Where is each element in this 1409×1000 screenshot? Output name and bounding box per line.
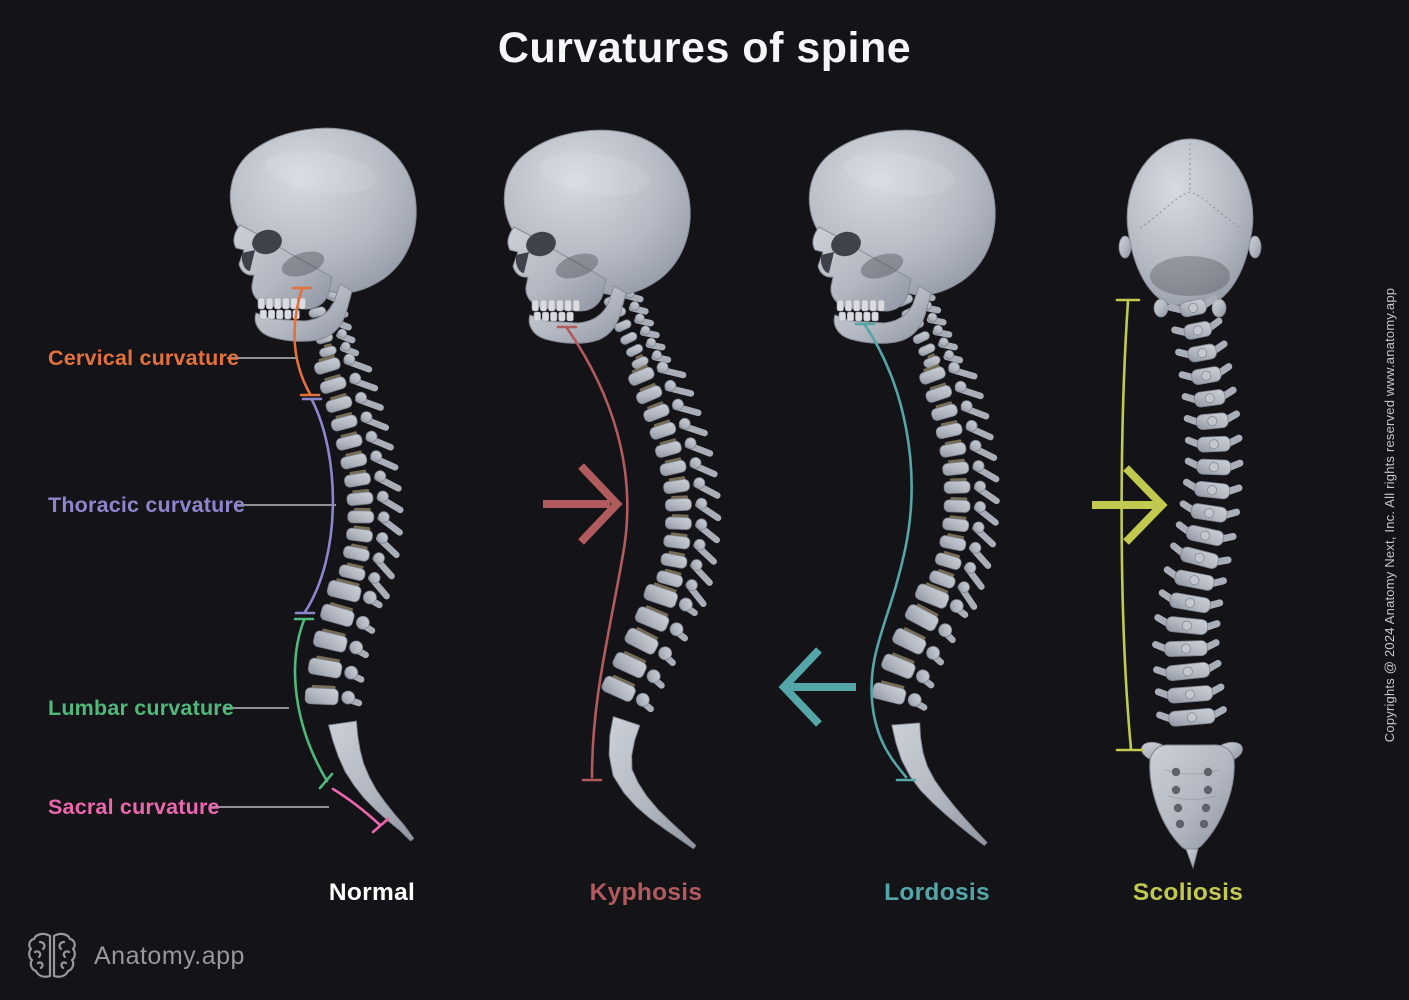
label-lumbar-curvature: Lumbar curvature <box>48 696 235 720</box>
caption-normal: Normal <box>328 879 416 906</box>
scoliosis-extent-line <box>1115 298 1145 752</box>
footer-brand: Anatomy.app <box>26 930 245 982</box>
scoliosis-arrow-icon <box>1092 465 1168 545</box>
lumbar-bracket <box>293 617 334 790</box>
caption-kyphosis: Kyphosis <box>589 879 703 906</box>
cervical-bracket <box>291 286 321 397</box>
lordosis-skull <box>808 129 996 344</box>
page-title: Curvatures of spine <box>497 24 912 72</box>
thoracic-bracket <box>294 397 335 615</box>
normal-spine <box>299 263 415 842</box>
kyphosis-arrow-icon <box>543 463 623 545</box>
sacral-bracket <box>331 787 390 834</box>
scoliosis-spine <box>1152 295 1244 727</box>
scoliosis-skull <box>1118 138 1262 318</box>
caption-scoliosis: Scoliosis <box>1132 879 1244 906</box>
kyphosis-extent-line <box>556 325 629 782</box>
scoliosis-sacrum <box>1141 741 1243 870</box>
copyright-text: Copyrights @ 2024 Anatomy Next, Inc. All… <box>1382 287 1397 743</box>
lordosis-arrow-icon <box>778 647 856 727</box>
lordosis-spine <box>871 275 1000 846</box>
lordosis-extent-line <box>854 322 917 782</box>
kyphosis-spine <box>598 276 722 850</box>
brand-text: Anatomy.app <box>94 941 245 970</box>
label-sacral-curvature: Sacral curvature <box>48 795 220 819</box>
kyphosis-skull <box>503 129 691 344</box>
caption-lordosis: Lordosis <box>884 879 990 906</box>
brain-icon <box>28 932 76 978</box>
annotation-overlay <box>211 286 1168 834</box>
label-thoracic-curvature: Thoracic curvature <box>48 493 246 517</box>
label-cervical-curvature: Cervical curvature <box>48 346 240 370</box>
